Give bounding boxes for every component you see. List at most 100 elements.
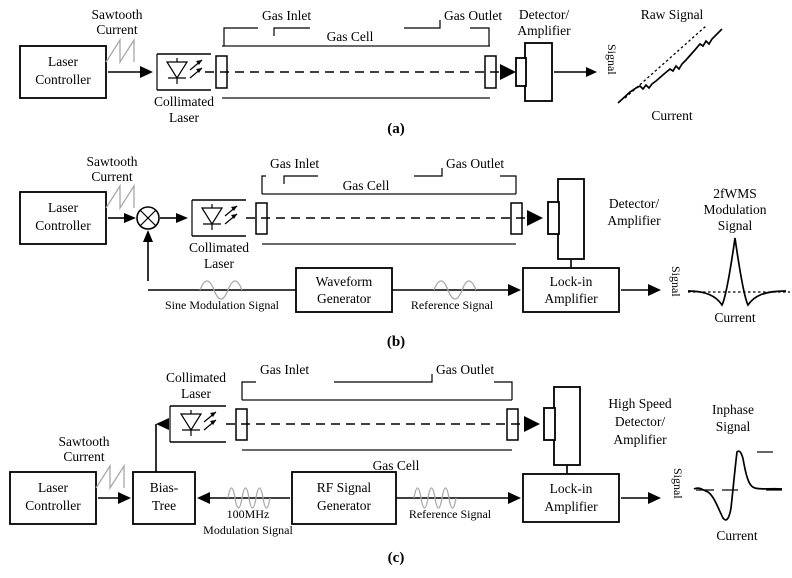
panel-b-arrow-lockin-to-plot bbox=[621, 284, 661, 296]
panel-b-plot-title-line1: 2fWMS bbox=[713, 186, 757, 201]
panel-b-arrow-controller-to-mixer bbox=[108, 213, 136, 223]
panel-b-plot-title-line3: Signal bbox=[718, 218, 753, 233]
panel-a-collimated-laser[interactable] bbox=[156, 53, 211, 91]
panel-c-arrow-lockin-to-plot bbox=[621, 492, 661, 504]
panel-a-plot-baseline bbox=[624, 25, 707, 99]
panel-b-sawtooth-label-line2: Current bbox=[91, 169, 132, 184]
panel-c-reference-label: Reference Signal bbox=[409, 507, 492, 521]
panel-b-wavelength-modulation: Laser Controller Sawtooth Current C bbox=[0, 150, 792, 355]
panel-a-collimated-laser-label-line1: Collimated bbox=[154, 94, 214, 109]
panel-c-label: (c) bbox=[388, 550, 405, 566]
sawtooth-waveform-icon bbox=[105, 183, 135, 211]
panel-c-plot-ylabel: Signal bbox=[671, 468, 685, 499]
panel-c-plot-xlabel: Current bbox=[716, 528, 757, 543]
panel-c-bias-tree-label-line1: Bias- bbox=[150, 480, 179, 495]
panel-b-lockin-label-line1: Lock-in bbox=[550, 274, 593, 289]
panel-a-direct-absorption: Laser Controller Sawtooth Current Collim… bbox=[0, 0, 792, 145]
panel-a-sawtooth-label-line2: Current bbox=[96, 22, 137, 37]
panel-c-rf-modulation-label-line2: Modulation Signal bbox=[203, 523, 293, 537]
panel-c-rf-generator-label-line1: RF Signal bbox=[317, 480, 372, 495]
panel-c-inphase-plot: Inphase Signal Signal Current bbox=[671, 402, 783, 543]
panel-b-plot-curve bbox=[687, 237, 787, 307]
panel-a-arrow-controller-to-laser bbox=[108, 66, 153, 78]
panel-c-arrow-rf-to-biastree bbox=[197, 492, 290, 504]
panel-c-arrow-cell-to-detector bbox=[524, 416, 540, 432]
sawtooth-waveform-icon bbox=[95, 463, 125, 491]
panel-c-gas-outlet-label: Gas Outlet bbox=[436, 362, 494, 377]
panel-b-gas-outlet-label: Gas Outlet bbox=[446, 156, 504, 171]
panel-a-plot-curve bbox=[617, 28, 723, 104]
panel-c-high-speed-detector[interactable] bbox=[543, 386, 581, 483]
panel-b-arrow-mixer-to-laser bbox=[160, 213, 188, 223]
panel-b-gas-cell bbox=[246, 193, 526, 245]
panel-b-plot-ylabel: Signal bbox=[669, 266, 683, 297]
panel-c-detector-label-line2: Detector/ bbox=[615, 414, 665, 429]
panel-c-detector-label-line3: Amplifier bbox=[613, 432, 667, 447]
panel-c-laser-controller-label-line2: Controller bbox=[25, 498, 81, 513]
panel-b-arrow-cell-to-detector bbox=[527, 210, 543, 226]
panel-c-collimated-laser[interactable] bbox=[169, 405, 226, 443]
panel-c-laser-controller[interactable]: Laser Controller bbox=[9, 471, 97, 525]
panel-a-collimated-laser-label-line2: Laser bbox=[169, 110, 199, 125]
panel-c-bias-tree[interactable]: Bias- Tree bbox=[132, 471, 196, 525]
panel-b-collimated-laser-label-line2: Laser bbox=[204, 256, 234, 271]
panel-b-detector-label-line2: Amplifier bbox=[607, 213, 661, 228]
panel-a-laser-controller-label-line1: Laser bbox=[48, 54, 78, 69]
rf-wave-icon-reference bbox=[413, 487, 457, 509]
panel-b-plot-xlabel: Current bbox=[714, 310, 755, 325]
panel-c-arrow-controller-to-biastree bbox=[98, 492, 131, 504]
panel-c-plot-title-line1: Inphase bbox=[712, 402, 754, 417]
panel-c-gas-inlet-label: Gas Inlet bbox=[260, 362, 309, 377]
panel-b-lockin-amplifier[interactable]: Lock-in Amplifier bbox=[522, 267, 620, 313]
panel-a-gas-cell bbox=[205, 45, 500, 99]
panel-a-sawtooth-label-line1: Sawtooth bbox=[91, 7, 142, 22]
panel-c-bias-tree-label-line2: Tree bbox=[152, 498, 176, 513]
panel-b-waveform-generator-label-line1: Waveform bbox=[316, 274, 373, 289]
panel-a-gas-outlet-label: Gas Outlet bbox=[444, 8, 502, 23]
panel-b-arrow-reference bbox=[392, 284, 521, 296]
panel-b-sawtooth-label-line1: Sawtooth bbox=[86, 154, 137, 169]
panel-b-laser-controller[interactable]: Laser Controller bbox=[19, 191, 107, 245]
panel-b-2fwms-plot: 2fWMS Modulation Signal Signal Current bbox=[669, 186, 790, 325]
panel-c-lockin-label-line2: Amplifier bbox=[544, 499, 598, 514]
panel-a-plot-ylabel: Signal bbox=[605, 44, 619, 75]
panel-c-rf-signal-generator[interactable]: RF Signal Generator bbox=[291, 471, 397, 525]
panel-a-arrow-detector-to-plot bbox=[554, 67, 597, 77]
panel-c-sawtooth-label-line2: Current bbox=[63, 449, 104, 464]
panel-b-mixer[interactable] bbox=[136, 206, 160, 230]
panel-b-arrow-modulation-to-mixer bbox=[143, 230, 153, 281]
panel-b-gas-inlet-label: Gas Inlet bbox=[270, 156, 319, 171]
panel-a-laser-controller[interactable]: Laser Controller bbox=[19, 45, 107, 99]
panel-c-plot-curve bbox=[693, 450, 783, 521]
sine-wave-icon-modulation bbox=[199, 280, 243, 300]
panel-b-waveform-generator[interactable]: Waveform Generator bbox=[295, 267, 393, 313]
panel-a-gas-inlet-label: Gas Inlet bbox=[262, 8, 311, 23]
sine-wave-icon-reference bbox=[433, 280, 477, 300]
panel-c-rf-heterodyne: Collimated Laser Gas Inlet Gas Cell Gas … bbox=[0, 360, 792, 578]
panel-c-lockin-amplifier[interactable]: Lock-in Amplifier bbox=[522, 473, 620, 523]
panel-a-detector-label-line2: Amplifier bbox=[517, 23, 571, 38]
sawtooth-waveform-icon bbox=[105, 37, 135, 65]
panel-c-collimated-laser-label-line2: Laser bbox=[181, 386, 211, 401]
panel-c-laser-controller-label-line1: Laser bbox=[38, 480, 68, 495]
panel-b-collimated-laser-label-line1: Collimated bbox=[189, 240, 249, 255]
panel-b-detector-amplifier[interactable] bbox=[547, 178, 585, 260]
panel-a-plot-title: Raw Signal bbox=[641, 7, 704, 22]
panel-a-detector-label-line1: Detector/ bbox=[519, 7, 569, 22]
panel-b-detector-label-line1: Detector/ bbox=[609, 196, 659, 211]
panel-c-lockin-label-line1: Lock-in bbox=[550, 481, 593, 496]
panel-c-gas-cell-label: Gas Cell bbox=[373, 458, 420, 473]
panel-b-plot-title-line2: Modulation bbox=[704, 202, 767, 217]
panel-c-rf-generator-label-line2: Generator bbox=[317, 498, 371, 513]
panel-b-gas-cell-label: Gas Cell bbox=[343, 178, 390, 193]
panel-a-raw-signal-plot: Raw Signal Signal Current bbox=[605, 7, 723, 123]
panel-b-collimated-laser[interactable] bbox=[191, 199, 246, 237]
panel-c-arrow-reference bbox=[396, 492, 521, 504]
panel-a-arrow-cell-to-detector bbox=[500, 64, 516, 80]
panel-c-rf-modulation-label-line1: 100MHz bbox=[227, 507, 270, 521]
panel-a-detector-amplifier[interactable] bbox=[515, 42, 553, 102]
panel-a-plot-xlabel: Current bbox=[651, 108, 692, 123]
panel-b-sine-modulation-label: Sine Modulation Signal bbox=[165, 298, 280, 312]
rf-wave-icon-modulation bbox=[227, 487, 271, 509]
panel-a-label: (a) bbox=[387, 121, 405, 137]
